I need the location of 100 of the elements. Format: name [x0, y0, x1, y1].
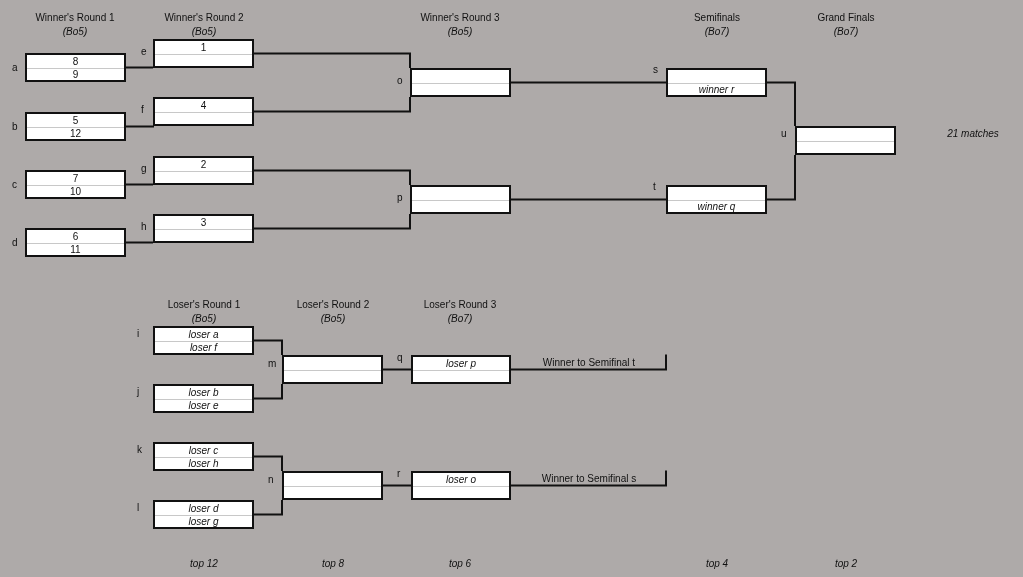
bracket-line: [253, 339, 283, 356]
seed-number: 12: [68, 126, 83, 140]
bracket-line: [253, 96, 411, 113]
bracket-line: [253, 455, 283, 472]
bracket-line: [510, 353, 667, 371]
match-letter: q: [397, 352, 403, 363]
match-letter: n: [268, 474, 274, 485]
match-letter: t: [653, 181, 656, 192]
bracket-line: [510, 469, 667, 487]
match-box: [153, 39, 254, 68]
match-box: [410, 68, 511, 97]
match-box: [282, 355, 383, 384]
match-box: [25, 112, 126, 141]
placing-label: top 12: [190, 558, 218, 569]
match-letter: i: [137, 328, 140, 339]
round-heading: Loser's Round 3: [423, 299, 497, 310]
placing-label: top 4: [705, 558, 729, 569]
bracket-line: [382, 484, 412, 487]
placing-label: top 6: [448, 558, 472, 569]
seed-number: 11: [69, 242, 82, 256]
match-box: [153, 326, 254, 355]
match-letter: d: [12, 237, 18, 248]
format-label: (Bo5): [62, 26, 88, 37]
player-slot: winner q: [668, 199, 765, 213]
match-letter: m: [268, 358, 277, 369]
bracket-line: [766, 154, 796, 201]
format-label: (Bo5): [320, 313, 346, 324]
round-heading: Winner's Round 1: [35, 12, 115, 23]
bracket-line: [253, 169, 411, 186]
match-letter: j: [137, 386, 140, 397]
total-note: 21 matches: [947, 128, 999, 139]
match-letter: s: [653, 64, 658, 75]
player-slot: loser f: [155, 340, 252, 354]
match-box: [153, 97, 254, 126]
seed-number: 7: [71, 172, 80, 185]
bracket-line: [510, 81, 667, 84]
match-box: [666, 68, 767, 97]
player-slot: loser p: [413, 357, 509, 370]
format-label: (Bo5): [447, 26, 473, 37]
seed-number: 8: [71, 55, 80, 68]
round-heading: Loser's Round 2: [296, 299, 370, 310]
match-box: [795, 126, 896, 155]
bracket-line: [125, 183, 154, 186]
format-label: (Bo7): [704, 26, 730, 37]
match-letter: b: [12, 121, 18, 132]
player-slot: loser b: [155, 386, 252, 399]
placing-label: top 8: [321, 558, 345, 569]
match-letter: f: [141, 104, 144, 115]
match-letter: k: [137, 444, 142, 455]
match-letter: l: [137, 502, 140, 513]
bracket-line: [253, 383, 283, 400]
format-label: (Bo7): [833, 26, 859, 37]
player-slot: loser h: [155, 456, 252, 470]
round-heading: Winner's Round 2: [164, 12, 244, 23]
match-box: [666, 185, 767, 214]
match-box: [153, 442, 254, 471]
player-slot: loser a: [155, 328, 252, 341]
bracket-line: [125, 125, 154, 128]
round-heading: Loser's Round 1: [167, 299, 241, 310]
seed-number: 1: [199, 41, 208, 54]
bracket-line: [382, 368, 412, 371]
match-letter: p: [397, 192, 403, 203]
match-letter: c: [12, 179, 17, 190]
match-box: [411, 355, 511, 384]
bracket-line: [125, 241, 154, 244]
match-letter: a: [12, 62, 18, 73]
seed-number: 2: [199, 158, 208, 171]
match-letter: e: [141, 46, 147, 57]
match-box: [25, 228, 126, 257]
match-letter: g: [141, 163, 147, 174]
round-heading: Winner's Round 3: [420, 12, 500, 23]
seed-number: 5: [71, 114, 80, 127]
match-box: [153, 500, 254, 529]
bracket-line: [253, 499, 283, 516]
match-letter: o: [397, 75, 403, 86]
edge-label: Winner to Semifinal s: [541, 473, 637, 484]
round-heading: Semifinals: [693, 12, 741, 23]
match-box: [282, 471, 383, 500]
player-slot: loser o: [413, 473, 509, 486]
seed-number: 4: [199, 99, 208, 112]
match-box: [410, 185, 511, 214]
placing-label: top 2: [834, 558, 858, 569]
seed-number: 3: [199, 216, 208, 229]
bracket-line: [125, 66, 154, 69]
match-box: [153, 156, 254, 185]
edge-label: Winner to Semifinal t: [542, 357, 636, 368]
player-slot: loser c: [155, 444, 252, 457]
match-box: [25, 170, 126, 199]
player-slot: winner r: [668, 82, 765, 96]
player-slot: loser g: [155, 514, 252, 528]
seed-number: 10: [68, 184, 83, 198]
match-box: [153, 214, 254, 243]
player-slot: loser d: [155, 502, 252, 515]
match-letter: r: [397, 468, 401, 479]
match-letter: u: [781, 128, 787, 139]
bracket-line: [253, 52, 411, 69]
seed-number: 9: [71, 67, 80, 81]
seed-number: 6: [71, 230, 80, 243]
player-slot: loser e: [155, 398, 252, 412]
format-label: (Bo7): [447, 313, 473, 324]
